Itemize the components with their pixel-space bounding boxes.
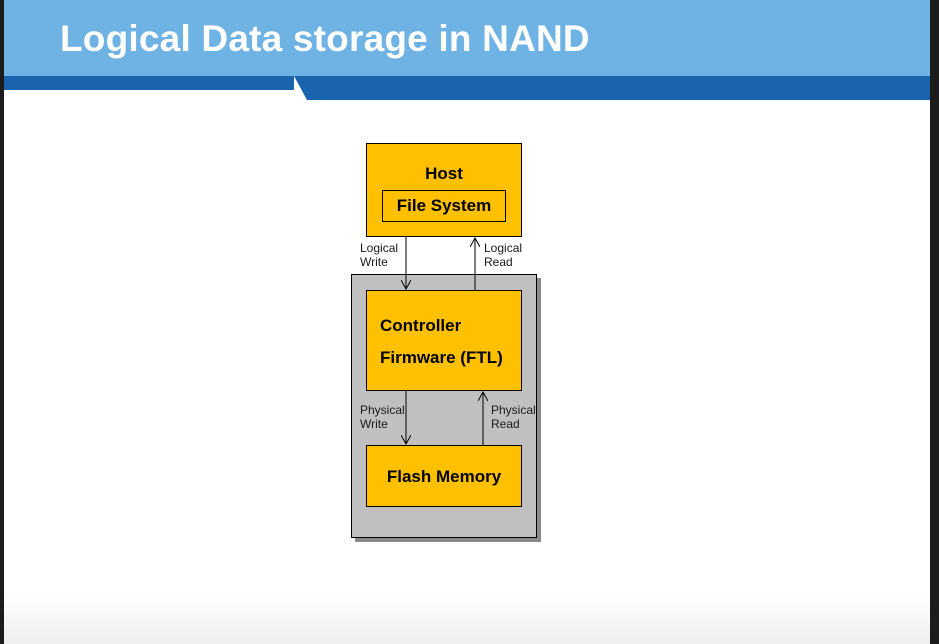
title-accent-band <box>4 76 930 102</box>
physical-read-label: Physical Read <box>491 403 536 431</box>
logical-read-line1: Logical <box>484 241 523 255</box>
accent-band-right <box>294 76 930 100</box>
flash-memory-label: Flash Memory <box>386 467 502 486</box>
logical-read-line2: Read <box>484 255 513 269</box>
physical-write-label: Physical Write <box>360 403 405 431</box>
physical-write-line1: Physical <box>360 403 405 417</box>
logical-write-label: Logical Write <box>360 241 398 269</box>
accent-band-left <box>4 76 294 90</box>
slide-bottom-fade <box>4 596 930 644</box>
controller-label: Controller <box>380 316 462 335</box>
title-bar: Logical Data storage in NAND <box>4 0 930 76</box>
physical-read-line1: Physical <box>491 403 536 417</box>
logical-write-line2: Write <box>360 255 388 269</box>
file-system-label: File System <box>396 196 492 215</box>
controller-box: Controller Firmware (FTL) <box>366 290 522 391</box>
logical-write-line1: Logical <box>360 241 399 255</box>
physical-read-line2: Read <box>491 417 520 431</box>
firmware-ftl-label: Firmware (FTL) <box>380 348 503 367</box>
flash-memory-box: Flash Memory <box>366 445 522 507</box>
host-box: Host File System <box>366 143 522 237</box>
diagram-arrows <box>4 237 930 445</box>
host-label: Host <box>425 164 463 183</box>
slide: Logical Data storage in NAND Host File S… <box>4 0 930 644</box>
physical-write-line2: Write <box>360 417 388 431</box>
slide-title: Logical Data storage in NAND <box>60 18 590 59</box>
file-system-box: File System <box>382 190 506 222</box>
logical-read-label: Logical Read <box>484 241 522 269</box>
